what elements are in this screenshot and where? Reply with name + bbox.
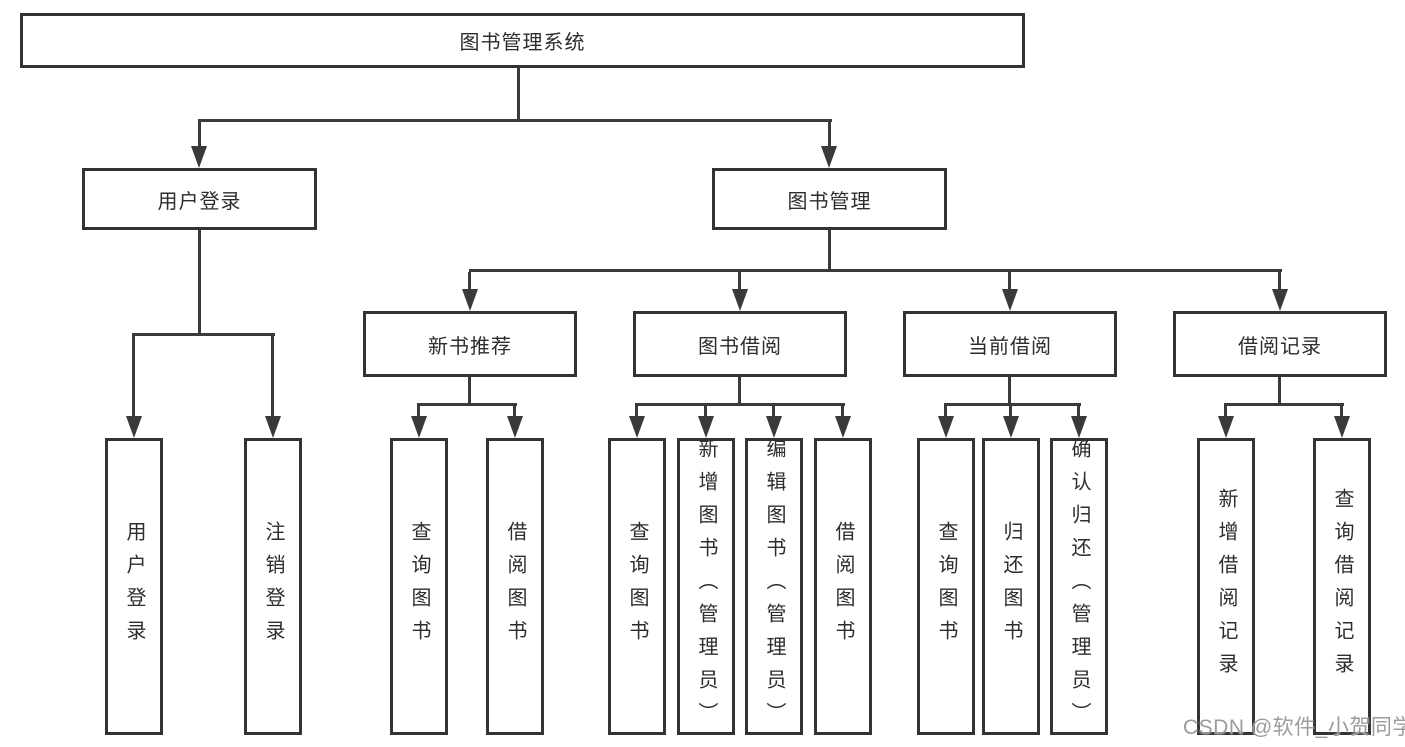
- connector-root-stem-right: [828, 122, 831, 148]
- leaf-cb-query-books-label: 查询图书: [935, 520, 957, 653]
- arrow-down-icon: [265, 416, 281, 438]
- node-book-management-label: 图书管理: [787, 190, 872, 213]
- connector-root-hline: [198, 119, 832, 122]
- connector-bb-stem-3: [772, 406, 775, 416]
- connector-nbr-vline: [468, 377, 471, 406]
- leaf-logout-login: 注销登录: [244, 438, 302, 735]
- arrow-down-icon: [462, 289, 478, 311]
- connector-bookmgmt-stem-2: [738, 272, 741, 289]
- connector-br-stem-2: [1340, 406, 1343, 416]
- connector-userlogin-stem-2: [271, 336, 274, 416]
- arrow-down-icon: [766, 416, 782, 438]
- leaf-nbr-borrow-books-label: 借阅图书: [504, 520, 526, 653]
- csdn-watermark: CSDN @软件_小贺同学: [1183, 716, 1405, 739]
- connector-bb-hline: [635, 403, 845, 406]
- connector-bookmgmt-stem-3: [1008, 272, 1011, 289]
- node-user-login-label: 用户登录: [157, 190, 242, 213]
- node-root-label: 图书管理系统: [459, 32, 586, 54]
- leaf-bb-query-books-label: 查询图书: [626, 520, 648, 653]
- connector-userlogin-vline: [198, 230, 201, 336]
- connector-bb-stem-4: [841, 406, 844, 416]
- leaf-cb-confirm-return-admin: 确认归还（管理员）: [1050, 438, 1108, 735]
- arrow-down-icon: [732, 289, 748, 311]
- arrow-down-icon: [1334, 416, 1350, 438]
- leaf-br-query-borrow-record: 查询借阅记录: [1313, 438, 1371, 735]
- leaf-nbr-borrow-books: 借阅图书: [486, 438, 544, 735]
- connector-bookmgmt-hline: [469, 269, 1282, 272]
- arrow-down-icon: [821, 146, 837, 168]
- arrow-down-icon: [1002, 289, 1018, 311]
- node-user-login: 用户登录: [82, 168, 317, 230]
- node-borrowing-records: 借阅记录: [1173, 311, 1387, 377]
- arrow-down-icon: [1218, 416, 1234, 438]
- connector-root-stem-left: [198, 122, 201, 148]
- arrow-down-icon: [411, 416, 427, 438]
- node-borrowing-records-label: 借阅记录: [1238, 335, 1322, 358]
- leaf-cb-confirm-return-admin-label: 确认归还（管理员）: [1068, 438, 1090, 735]
- arrow-down-icon: [1071, 416, 1087, 438]
- leaf-cb-query-books: 查询图书: [917, 438, 975, 735]
- arrow-down-icon: [126, 416, 142, 438]
- leaf-nbr-query-books-label: 查询图书: [408, 520, 430, 653]
- connector-br-stem-1: [1224, 406, 1227, 416]
- leaf-cb-return-books: 归还图书: [982, 438, 1040, 735]
- connector-br-vline: [1278, 377, 1281, 406]
- connector-br-hline: [1224, 403, 1344, 406]
- connector-bb-stem-1: [635, 406, 638, 416]
- arrow-down-icon: [698, 416, 714, 438]
- connector-bookmgmt-vline: [828, 230, 831, 272]
- leaf-user-login: 用户登录: [105, 438, 163, 735]
- connector-userlogin-hline: [132, 333, 275, 336]
- leaf-bb-borrow-books: 借阅图书: [814, 438, 872, 735]
- arrow-down-icon: [507, 416, 523, 438]
- leaf-bb-borrow-books-label: 借阅图书: [832, 520, 854, 653]
- connector-cb-stem-3: [1077, 406, 1080, 416]
- connector-root-vline: [517, 68, 520, 120]
- connector-nbr-stem-1: [417, 406, 420, 416]
- arrow-down-icon: [629, 416, 645, 438]
- connector-userlogin-stem-1: [132, 336, 135, 416]
- connector-cb-stem-1: [944, 406, 947, 416]
- connector-bookmgmt-stem-1: [468, 272, 471, 289]
- connector-bookmgmt-stem-4: [1278, 272, 1281, 289]
- connector-cb-hline: [944, 403, 1081, 406]
- arrow-down-icon: [1003, 416, 1019, 438]
- leaf-user-login-label: 用户登录: [123, 520, 145, 653]
- node-book-management: 图书管理: [712, 168, 947, 230]
- connector-cb-stem-2: [1009, 406, 1012, 416]
- leaf-br-add-borrow-record-label: 新增借阅记录: [1215, 487, 1237, 686]
- connector-bb-stem-2: [704, 406, 707, 416]
- connector-cb-vline: [1008, 377, 1011, 406]
- node-new-book-recommendation: 新书推荐: [363, 311, 577, 377]
- leaf-nbr-query-books: 查询图书: [390, 438, 448, 735]
- node-new-book-recommendation-label: 新书推荐: [428, 335, 512, 358]
- node-current-borrowing-label: 当前借阅: [968, 335, 1052, 358]
- arrow-down-icon: [835, 416, 851, 438]
- arrow-down-icon: [1272, 289, 1288, 311]
- arrow-down-icon: [191, 146, 207, 168]
- leaf-cb-return-books-label: 归还图书: [1000, 520, 1022, 653]
- arrow-down-icon: [938, 416, 954, 438]
- leaf-bb-edit-books-admin: 编辑图书（管理员）: [745, 438, 803, 735]
- leaf-br-query-borrow-record-label: 查询借阅记录: [1331, 487, 1353, 686]
- node-current-borrowing: 当前借阅: [903, 311, 1117, 377]
- node-book-borrowing: 图书借阅: [633, 311, 847, 377]
- leaf-bb-add-books-admin: 新增图书（管理员）: [677, 438, 735, 735]
- node-root: 图书管理系统: [20, 13, 1025, 68]
- leaf-bb-add-books-admin-label: 新增图书（管理员）: [695, 438, 717, 735]
- leaf-logout-login-label: 注销登录: [262, 520, 284, 653]
- connector-nbr-hline: [417, 403, 517, 406]
- leaf-br-add-borrow-record: 新增借阅记录: [1197, 438, 1255, 735]
- connector-bb-vline: [738, 377, 741, 406]
- connector-nbr-stem-2: [513, 406, 516, 416]
- node-book-borrowing-label: 图书借阅: [698, 335, 782, 358]
- leaf-bb-query-books: 查询图书: [608, 438, 666, 735]
- leaf-bb-edit-books-admin-label: 编辑图书（管理员）: [763, 438, 785, 735]
